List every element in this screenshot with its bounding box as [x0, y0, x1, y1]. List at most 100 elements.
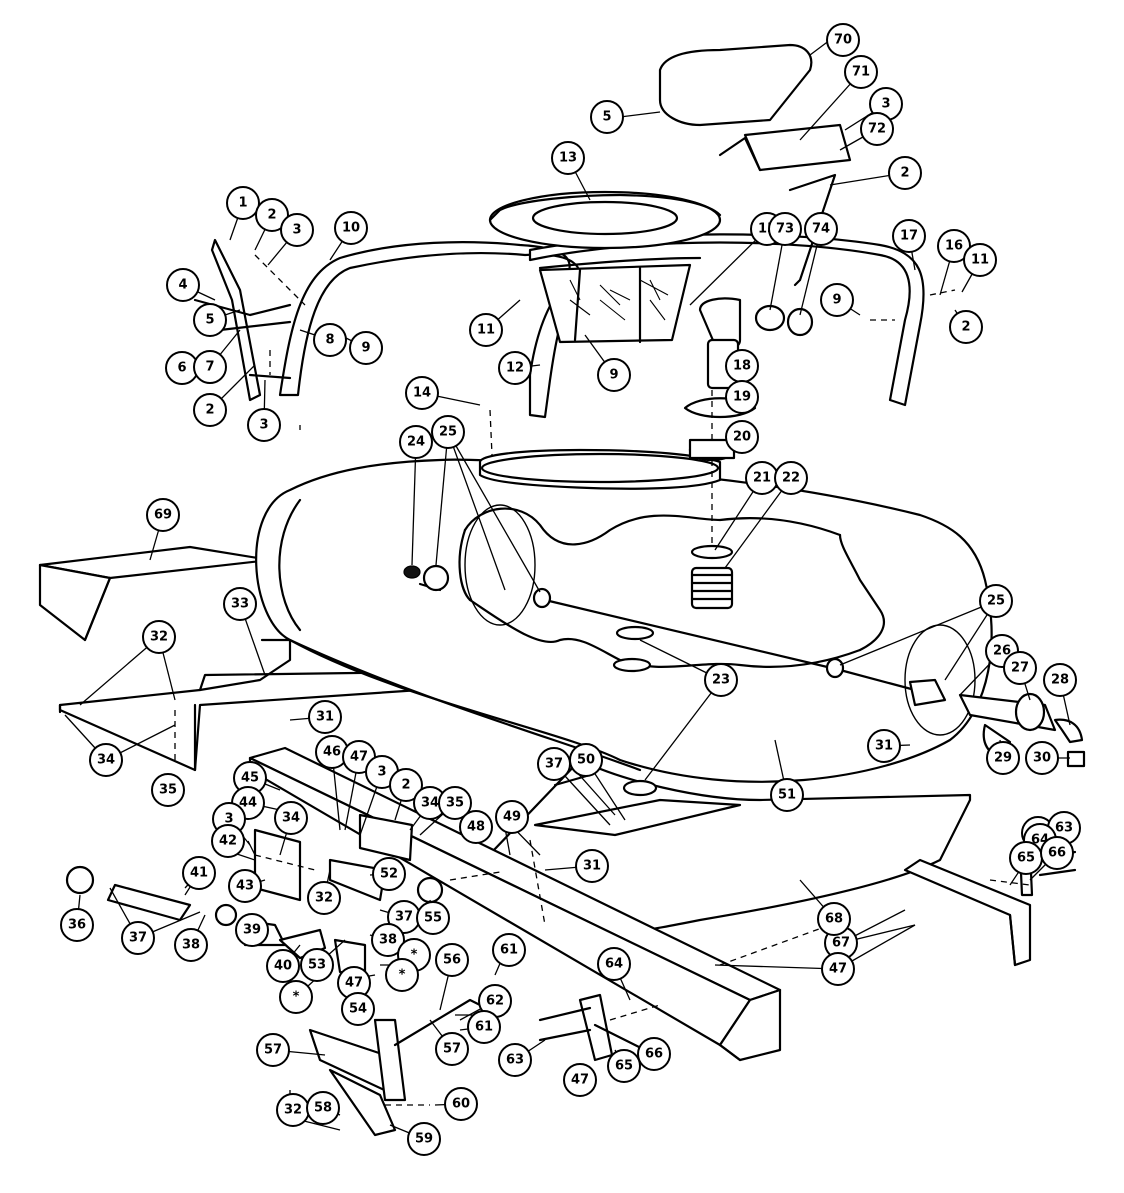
callout-label: 52: [380, 867, 398, 882]
callout-circle: [498, 351, 532, 385]
callout-circle: [820, 283, 854, 317]
callout-label: 61: [475, 1020, 493, 1035]
callout-label: 25: [987, 594, 1005, 609]
lever-assembly: [308, 993, 647, 1137]
callout-label: 65: [1017, 851, 1035, 866]
callout-circle: [438, 786, 472, 820]
callout-part-42: 42: [211, 824, 245, 858]
callout-part-35: 35: [151, 773, 185, 807]
callout-circle: [300, 948, 334, 982]
callout-label: 12: [506, 361, 524, 376]
callout-circle: [459, 810, 493, 844]
callout-part-38: 38: [371, 923, 405, 957]
callout-label: 31: [583, 859, 601, 874]
callout-circle: [193, 350, 227, 384]
callout-circle: [563, 1063, 597, 1097]
callout-label: 51: [778, 788, 796, 803]
callout-label: 54: [349, 1002, 367, 1017]
callout-circle: [725, 380, 759, 414]
callout-part-5: 5: [590, 100, 624, 134]
callout-label: 7: [205, 360, 214, 375]
callout-label: 41: [190, 866, 208, 881]
callout-label: 8: [325, 333, 334, 348]
callout-part-24: 24: [399, 425, 433, 459]
callout-circle: [949, 310, 983, 344]
callout-label: 29: [994, 751, 1012, 766]
callout-part-33: 33: [223, 587, 257, 621]
callout-part-65: 65: [1009, 841, 1043, 875]
callout-circle: [389, 768, 423, 802]
callout-circle: [498, 1043, 532, 1077]
callout-circle: [826, 23, 860, 57]
callout-part-10: 10: [334, 211, 368, 245]
callout-label: 6: [177, 361, 186, 376]
callout-asterisk: *: [279, 980, 313, 1014]
callout-part-12: 12: [498, 351, 532, 385]
callout-part-31: 31: [308, 700, 342, 734]
callout-label: 5: [205, 313, 214, 328]
callout-circle: [228, 869, 262, 903]
callout-circle: [223, 587, 257, 621]
callout-part-30: 30: [1025, 741, 1059, 775]
callout-label: 2: [961, 320, 970, 335]
callout-label: 3: [224, 812, 233, 827]
callout-label: 37: [545, 757, 563, 772]
callout-label: 59: [415, 1132, 433, 1147]
callout-circle: [334, 211, 368, 245]
callout-circle: [597, 947, 631, 981]
callout-label: 60: [452, 1097, 470, 1112]
callout-label: 53: [308, 958, 326, 973]
callout-label: 34: [97, 753, 115, 768]
callout-label: 58: [314, 1101, 332, 1116]
callout-circle: [279, 980, 313, 1014]
callout-circle: [569, 743, 603, 777]
callout-circle: [1025, 741, 1059, 775]
callout-circle: [1043, 663, 1077, 697]
callout-label: 43: [236, 879, 254, 894]
callout-circle: [307, 881, 341, 915]
callout-part-41: 41: [182, 856, 216, 890]
callout-label: 20: [733, 430, 751, 445]
callout-part-59: 59: [407, 1122, 441, 1156]
callout-circle: [193, 303, 227, 337]
callout-part-25: 25: [979, 584, 1013, 618]
callout-part-38: 38: [174, 928, 208, 962]
callout-label: *: [293, 990, 300, 1005]
callout-part-60: 60: [444, 1087, 478, 1121]
callout-part-34: 34: [89, 743, 123, 777]
callout-label: 37: [129, 931, 147, 946]
callout-part-74: 74: [804, 212, 838, 246]
callout-circle: [467, 1010, 501, 1044]
callout-part-9: 9: [820, 283, 854, 317]
callout-part-63: 63: [498, 1043, 532, 1077]
callout-label: 49: [503, 810, 521, 825]
callout-part-37: 37: [121, 921, 155, 955]
callout-label: 2: [900, 166, 909, 181]
callout-part-43: 43: [228, 869, 262, 903]
callout-part-21: 21: [745, 461, 779, 495]
callout-circle: [888, 156, 922, 190]
callout-part-32: 32: [307, 881, 341, 915]
callout-label: 32: [315, 891, 333, 906]
callout-circle: [979, 584, 1013, 618]
callout-part-31: 31: [867, 729, 901, 763]
callout-circle: [867, 729, 901, 763]
callout-circle: [211, 824, 245, 858]
callout-part-49: 49: [495, 800, 529, 834]
callout-part-29: 29: [986, 741, 1020, 775]
callout-circle: [385, 958, 419, 992]
callout-label: 31: [316, 710, 334, 725]
callout-label: 33: [231, 597, 249, 612]
callout-circle: [435, 1032, 469, 1066]
agitator-shaft: [403, 564, 947, 797]
callout-part-70: 70: [826, 23, 860, 57]
callout-label: 13: [559, 151, 577, 166]
callout-label: 2: [267, 208, 276, 223]
callout-part-57: 57: [256, 1033, 290, 1067]
callout-part-47: 47: [563, 1063, 597, 1097]
callout-circle: [597, 358, 631, 392]
callout-label: *: [399, 968, 406, 983]
callout-circle: [704, 663, 738, 697]
callout-circle: [255, 198, 289, 232]
callout-circle: [121, 921, 155, 955]
